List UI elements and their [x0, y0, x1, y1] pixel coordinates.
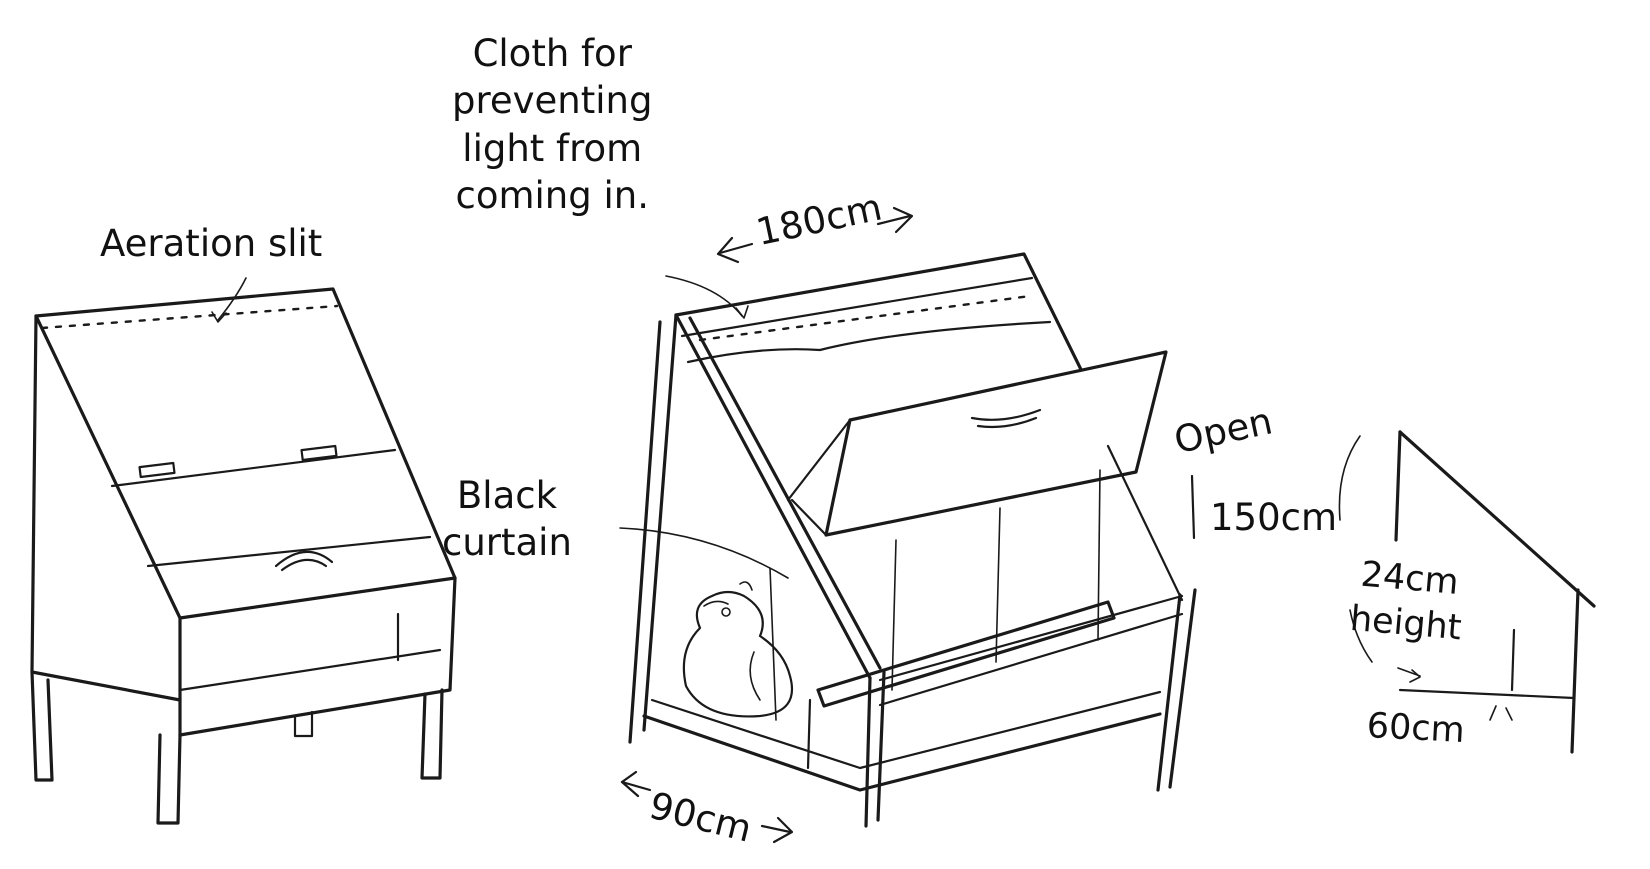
cloth-label-line3: light from [462, 126, 643, 170]
black-curtain-label: Black curtain [442, 472, 572, 567]
cloth-label-line1: Cloth for [472, 32, 632, 75]
black-curtain-line2: curtain [442, 521, 572, 565]
cloth-label-line2: preventing [452, 79, 653, 123]
height-24-label: 24cm height [1348, 552, 1467, 651]
cloth-label: Cloth for preventing light from coming i… [452, 30, 652, 219]
height-150-label: 150cm [1210, 496, 1338, 539]
aeration-slit-label: Aeration slit [100, 222, 323, 265]
side-profile [1338, 430, 1596, 754]
width-60-label: 60cm [1365, 705, 1466, 752]
closed-nest-box [30, 277, 457, 825]
cloth-label-line4: coming in. [455, 174, 649, 218]
black-curtain-line1: Black [456, 474, 558, 517]
open-nest-box [619, 206, 1197, 844]
height-24-line2: height [1348, 598, 1464, 649]
